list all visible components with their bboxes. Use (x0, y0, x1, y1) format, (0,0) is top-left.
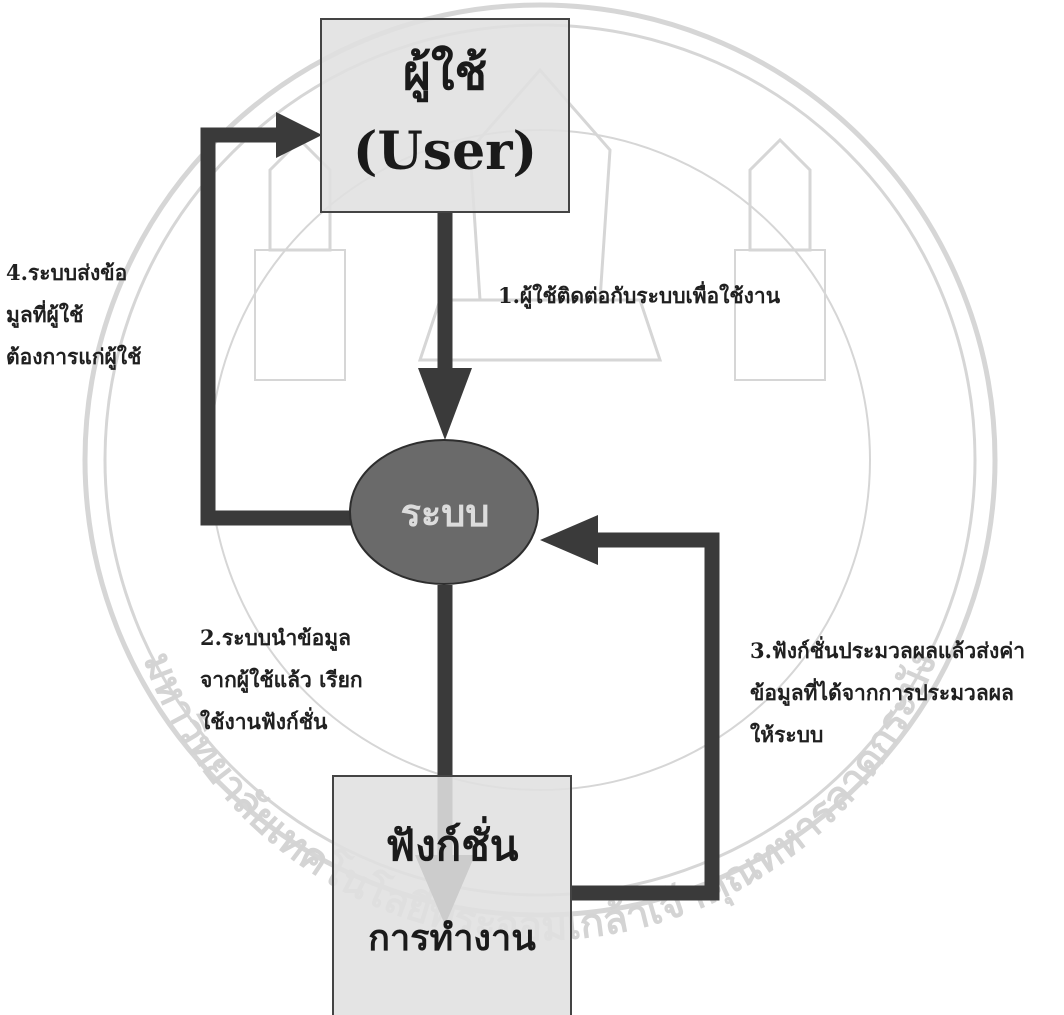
edge-label-line: 4.ระบบส่งข้อ (6, 252, 141, 294)
arrowhead-down-to-system (418, 368, 472, 440)
function-node-label-2: การทำงาน (334, 915, 570, 962)
edge-label-user-to-system: 1.ผู้ใช้ติดต่อกับระบบเพื่อใช้งาน (498, 275, 780, 317)
edge-label-system-to-function: 2.ระบบนำข้อมูล จากผู้ใช้แล้ว เรียก ใช้งา… (200, 617, 363, 743)
edge-label-function-to-system: 3.ฟังก์ชั่นประมวลผลแล้วส่งค่า ข้อมูลที่ไ… (750, 630, 1025, 756)
user-node: ผู้ใช้ (User) (320, 18, 570, 213)
user-node-label-thai: ผู้ใช้ (322, 42, 568, 104)
edge-label-line: 1.ผู้ใช้ติดต่อกับระบบเพื่อใช้งาน (498, 275, 780, 317)
system-node-label: ระบบ (350, 488, 540, 537)
function-node: ฟังก์ชั่น การทำงาน (332, 775, 572, 1015)
edge-label-line: ต้องการแก่ผู้ใช้ (6, 336, 141, 378)
edge-label-line: มูลที่ผู้ใช้ (6, 294, 141, 336)
function-node-label-1: ฟังก์ชั่น (334, 819, 570, 874)
user-node-label-english: (User) (322, 118, 568, 186)
edge-label-line: ใช้งานฟังก์ชั่น (200, 701, 363, 743)
edge-function-to-system (572, 540, 712, 893)
edge-label-line: 3.ฟังก์ชั่นประมวลผลแล้วส่งค่า (750, 630, 1025, 672)
edge-label-line: ข้อมูลที่ได้จากการประมวลผล (750, 672, 1025, 714)
edge-label-line: 2.ระบบนำข้อมูล (200, 617, 363, 659)
edge-label-system-to-user: 4.ระบบส่งข้อ มูลที่ผู้ใช้ ต้องการแก่ผู้ใ… (6, 252, 141, 378)
arrowhead-right-to-user (276, 112, 322, 158)
edge-label-line: จากผู้ใช้แล้ว เรียก (200, 659, 363, 701)
arrowhead-left-to-system (540, 515, 598, 565)
edge-label-line: ให้ระบบ (750, 714, 1025, 756)
